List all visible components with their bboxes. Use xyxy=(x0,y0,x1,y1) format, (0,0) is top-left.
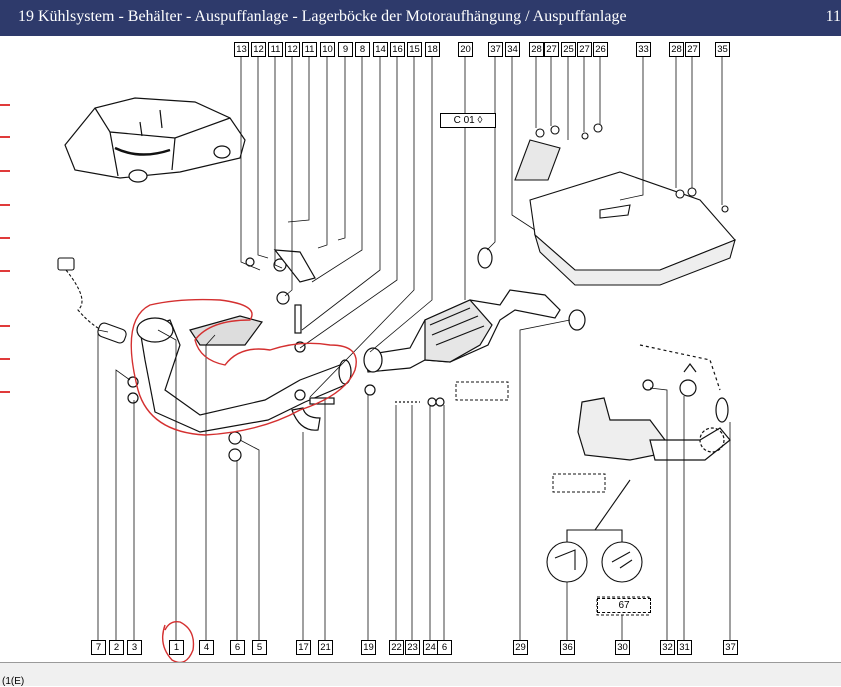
status-text: (1(E) xyxy=(2,676,25,687)
part-label[interactable]: 28 xyxy=(529,42,544,57)
ref-box-67-text: 67 xyxy=(618,600,630,611)
part-label[interactable]: 33 xyxy=(636,42,651,57)
part-label[interactable]: 12 xyxy=(285,42,300,57)
index-marker[interactable] xyxy=(0,358,10,360)
part-label[interactable]: 24 xyxy=(423,640,438,655)
ref-box-c01-text: C 01 xyxy=(453,115,475,126)
part-label[interactable]: 37 xyxy=(488,42,503,57)
part-label[interactable]: 26 xyxy=(593,42,608,57)
part-label[interactable]: 9 xyxy=(338,42,353,57)
index-marker[interactable] xyxy=(0,204,10,206)
heat-shield-drawing xyxy=(514,123,736,286)
part-label[interactable]: 11 xyxy=(302,42,317,57)
part-label[interactable]: 36 xyxy=(560,640,575,655)
index-marker[interactable] xyxy=(0,270,10,272)
page-title: 19 Kühlsystem - Behälter - Auspuffanlage… xyxy=(18,8,627,25)
part-label[interactable]: 5 xyxy=(252,640,267,655)
part-label[interactable]: 37 xyxy=(723,640,738,655)
part-label[interactable]: 19 xyxy=(361,640,376,655)
part-label[interactable]: 7 xyxy=(91,640,106,655)
part-label[interactable]: 18 xyxy=(425,42,440,57)
part-label[interactable]: 13 xyxy=(234,42,249,57)
title-bar: 19 Kühlsystem - Behälter - Auspuffanlage… xyxy=(0,0,841,36)
part-label[interactable]: 25 xyxy=(561,42,576,57)
ref-box-c01: C 01 ◊ xyxy=(440,113,496,128)
part-label[interactable]: 32 xyxy=(660,640,675,655)
part-label[interactable]: 23 xyxy=(405,640,420,655)
index-marker[interactable] xyxy=(0,325,10,327)
index-marker[interactable] xyxy=(0,104,10,106)
page-number: 11 xyxy=(825,8,841,25)
diagram-drawing xyxy=(57,54,736,662)
part-label[interactable]: 34 xyxy=(505,42,520,57)
part-label[interactable]: 14 xyxy=(373,42,388,57)
part-label[interactable]: 6 xyxy=(437,640,452,655)
part-label[interactable]: 10 xyxy=(320,42,335,57)
index-marker[interactable] xyxy=(0,136,10,138)
downpipe-drawing xyxy=(127,249,352,462)
index-marker[interactable] xyxy=(0,237,10,239)
part-label[interactable]: 29 xyxy=(513,640,528,655)
annotation-circle-label-1 xyxy=(162,620,195,662)
part-label[interactable]: 1 xyxy=(169,640,184,655)
part-label[interactable]: 27 xyxy=(544,42,559,57)
part-label[interactable]: 28 xyxy=(669,42,684,57)
index-marker[interactable] xyxy=(0,170,10,172)
lambda-sensor-drawing xyxy=(57,257,127,344)
part-label[interactable]: 30 xyxy=(615,640,630,655)
part-label[interactable]: 8 xyxy=(355,42,370,57)
annotation-circle xyxy=(130,298,357,436)
part-label[interactable]: 6 xyxy=(230,640,245,655)
part-label[interactable]: 27 xyxy=(685,42,700,57)
part-label[interactable]: 21 xyxy=(318,640,333,655)
catalytic-converter-drawing xyxy=(363,247,586,407)
part-label[interactable]: 11 xyxy=(268,42,283,57)
part-label[interactable]: 2 xyxy=(109,640,124,655)
part-label[interactable]: 4 xyxy=(199,640,214,655)
part-label[interactable]: 16 xyxy=(390,42,405,57)
rear-muffler-drawing xyxy=(577,344,731,461)
part-label[interactable]: 31 xyxy=(677,640,692,655)
status-bar: (1(E) xyxy=(0,662,841,687)
part-label[interactable]: 17 xyxy=(296,640,311,655)
part-label[interactable]: 20 xyxy=(458,42,473,57)
part-label[interactable]: 12 xyxy=(251,42,266,57)
part-label[interactable]: 22 xyxy=(389,640,404,655)
vehicle-illustration xyxy=(64,97,246,183)
detail-callouts xyxy=(546,479,643,583)
part-label[interactable]: 3 xyxy=(127,640,142,655)
exploded-parts-diagram: C 01 ◊ 67 13 12 11 12 11 10 9 8 14 16 15… xyxy=(12,36,841,662)
part-label[interactable]: 27 xyxy=(577,42,592,57)
index-marker[interactable] xyxy=(0,391,10,393)
ref-box-67: 67 xyxy=(597,598,651,613)
part-label[interactable]: 15 xyxy=(407,42,422,57)
part-label[interactable]: 35 xyxy=(715,42,730,57)
leader-lines xyxy=(97,54,731,640)
